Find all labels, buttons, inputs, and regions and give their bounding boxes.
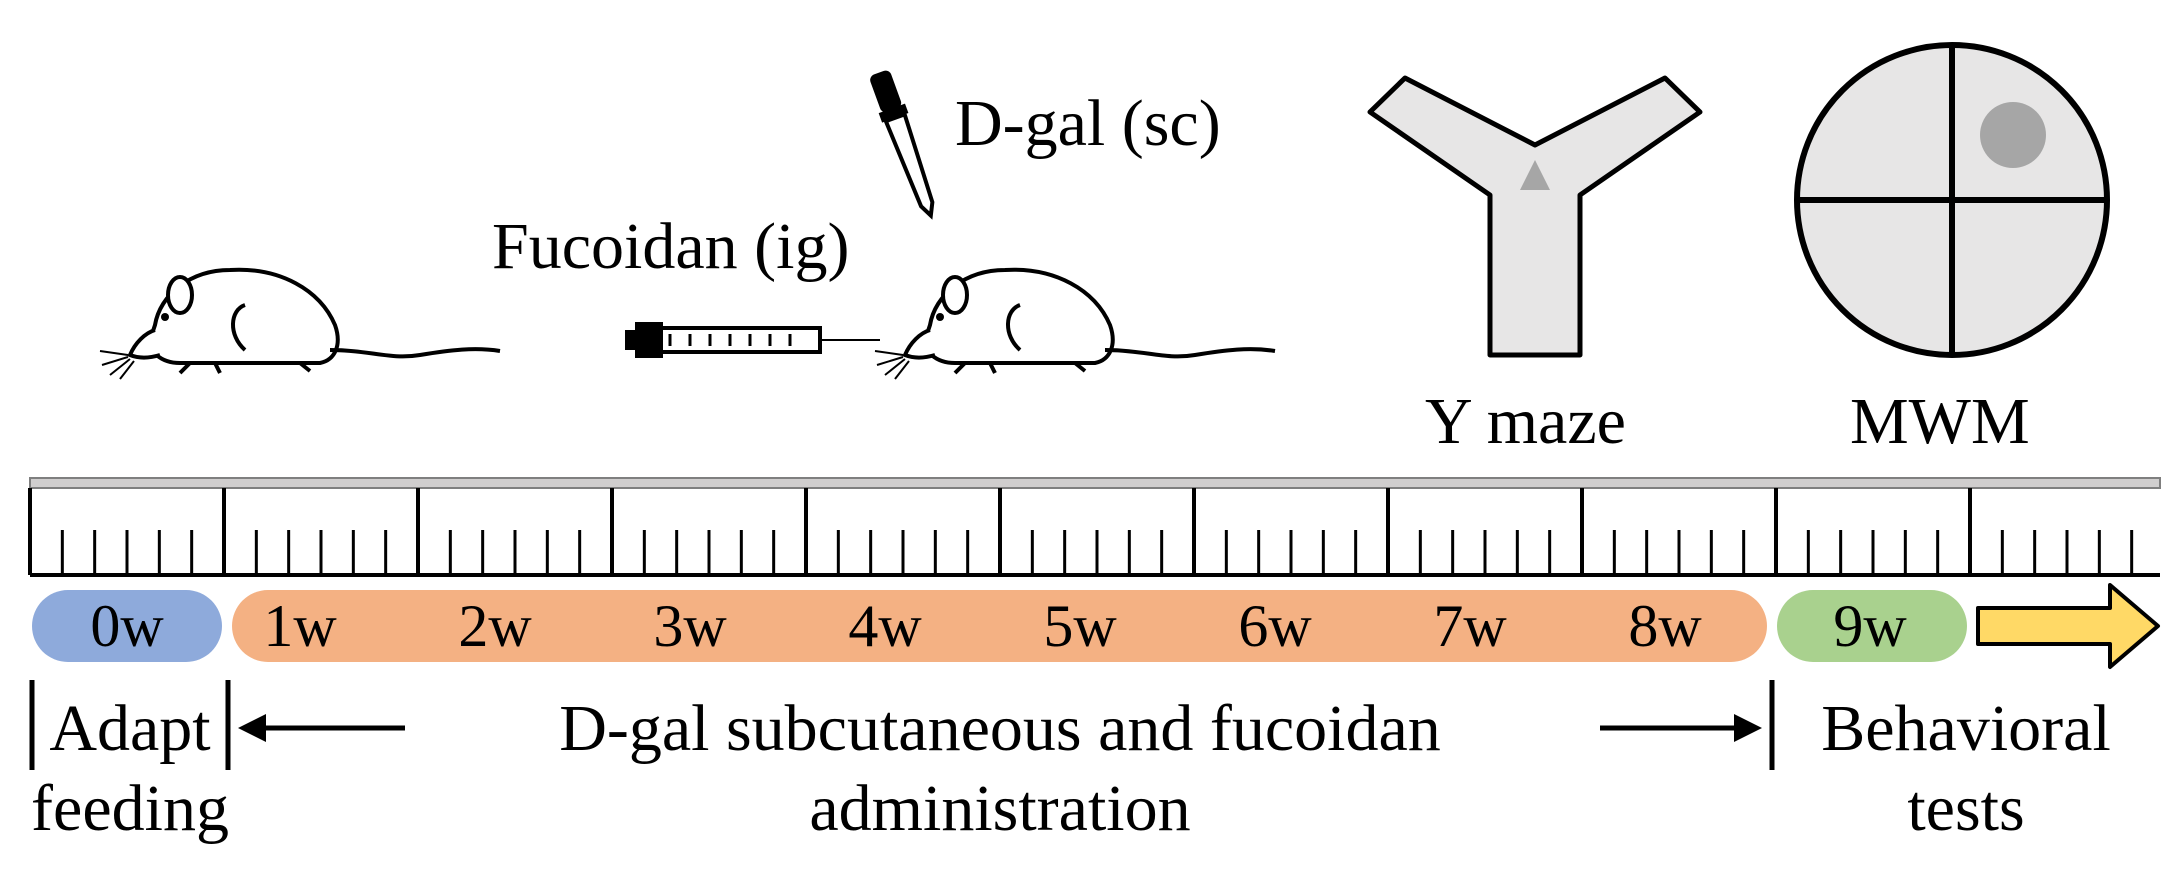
mwm-pool-icon <box>1794 42 2110 358</box>
y-maze-icon <box>1367 75 1703 358</box>
mouse-icon-adapt <box>98 267 502 381</box>
admin-label-line2: administration <box>809 772 1190 845</box>
right-arrow-icon <box>1600 714 1762 742</box>
syringe-icon <box>625 322 880 358</box>
week-label: 3w <box>653 593 727 659</box>
week-label: 1w <box>263 593 337 659</box>
week-label: 2w <box>458 593 532 659</box>
week-label: 5w <box>1043 593 1117 659</box>
mouse-icon-treated <box>873 267 1277 381</box>
adapt-label-line2: feeding <box>31 772 229 845</box>
continue-arrow-icon <box>1976 583 2160 669</box>
week-ruler <box>28 477 2161 577</box>
week-labels: 0w 1w 2w 3w 4w 5w 6w 7w 8w 9w <box>90 593 1907 659</box>
adapt-week-bar <box>32 590 222 662</box>
fucoidan-ig-label: Fucoidan (ig) <box>492 210 849 283</box>
behav-week-bar <box>1777 590 1967 662</box>
week-label: 8w <box>1628 593 1702 659</box>
mwm-label: MWM <box>1850 385 2030 458</box>
behav-label-line1: Behavioral <box>1821 692 2111 765</box>
dgal-sc-label: D-gal (sc) <box>955 87 1221 160</box>
admin-weeks-bar <box>232 590 1767 662</box>
behav-label-line2: tests <box>1907 772 2024 845</box>
admin-label-line1: D-gal subcutaneous and fucoidan <box>559 692 1441 765</box>
week-label: 9w <box>1833 593 1907 659</box>
ruler-band <box>29 477 2161 489</box>
week-label: 0w <box>90 593 164 659</box>
adapt-label-line1: Adapt <box>49 692 210 765</box>
dropper-icon <box>870 70 935 220</box>
week-label: 7w <box>1433 593 1507 659</box>
week-label: 4w <box>848 593 922 659</box>
left-arrow-icon <box>238 714 405 742</box>
week-label: 6w <box>1238 593 1312 659</box>
y-maze-label: Y maze <box>1425 385 1626 458</box>
